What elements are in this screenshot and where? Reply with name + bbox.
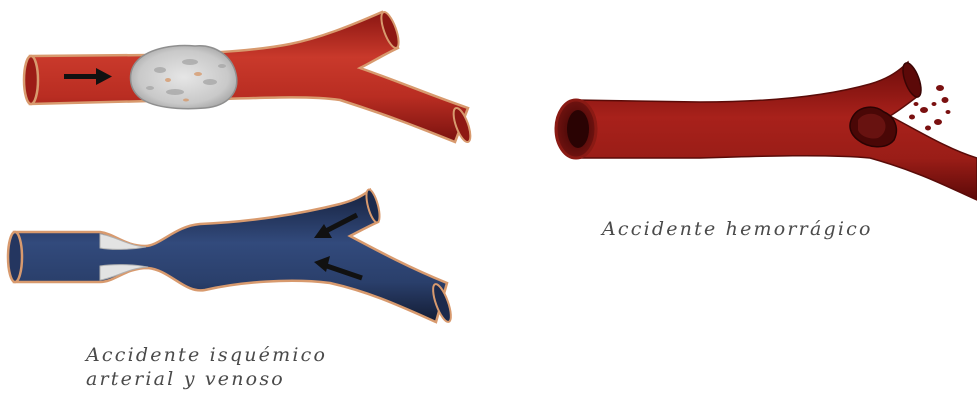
hemorrhage-left-inner (567, 110, 589, 148)
hemorrhagic-artery (556, 61, 977, 200)
vein-left-opening (8, 232, 22, 282)
rupture-clot (858, 114, 885, 139)
caption-ischemic: Accidente isquémico arterial y venoso (86, 343, 327, 391)
caption-ischemic-line1: Accidente isquémico (86, 343, 327, 367)
vein-vessel-body (14, 190, 447, 322)
ischemic-artery (24, 10, 474, 144)
artery-left-opening (24, 56, 38, 104)
ischemic-vein (8, 188, 454, 324)
caption-hemorrhagic: Accidente hemorrágico (602, 217, 873, 241)
vein-stenosis-upper (100, 234, 146, 249)
caption-ischemic-line2: arterial y venoso (86, 367, 327, 391)
vein-stenosis-lower (100, 265, 148, 280)
